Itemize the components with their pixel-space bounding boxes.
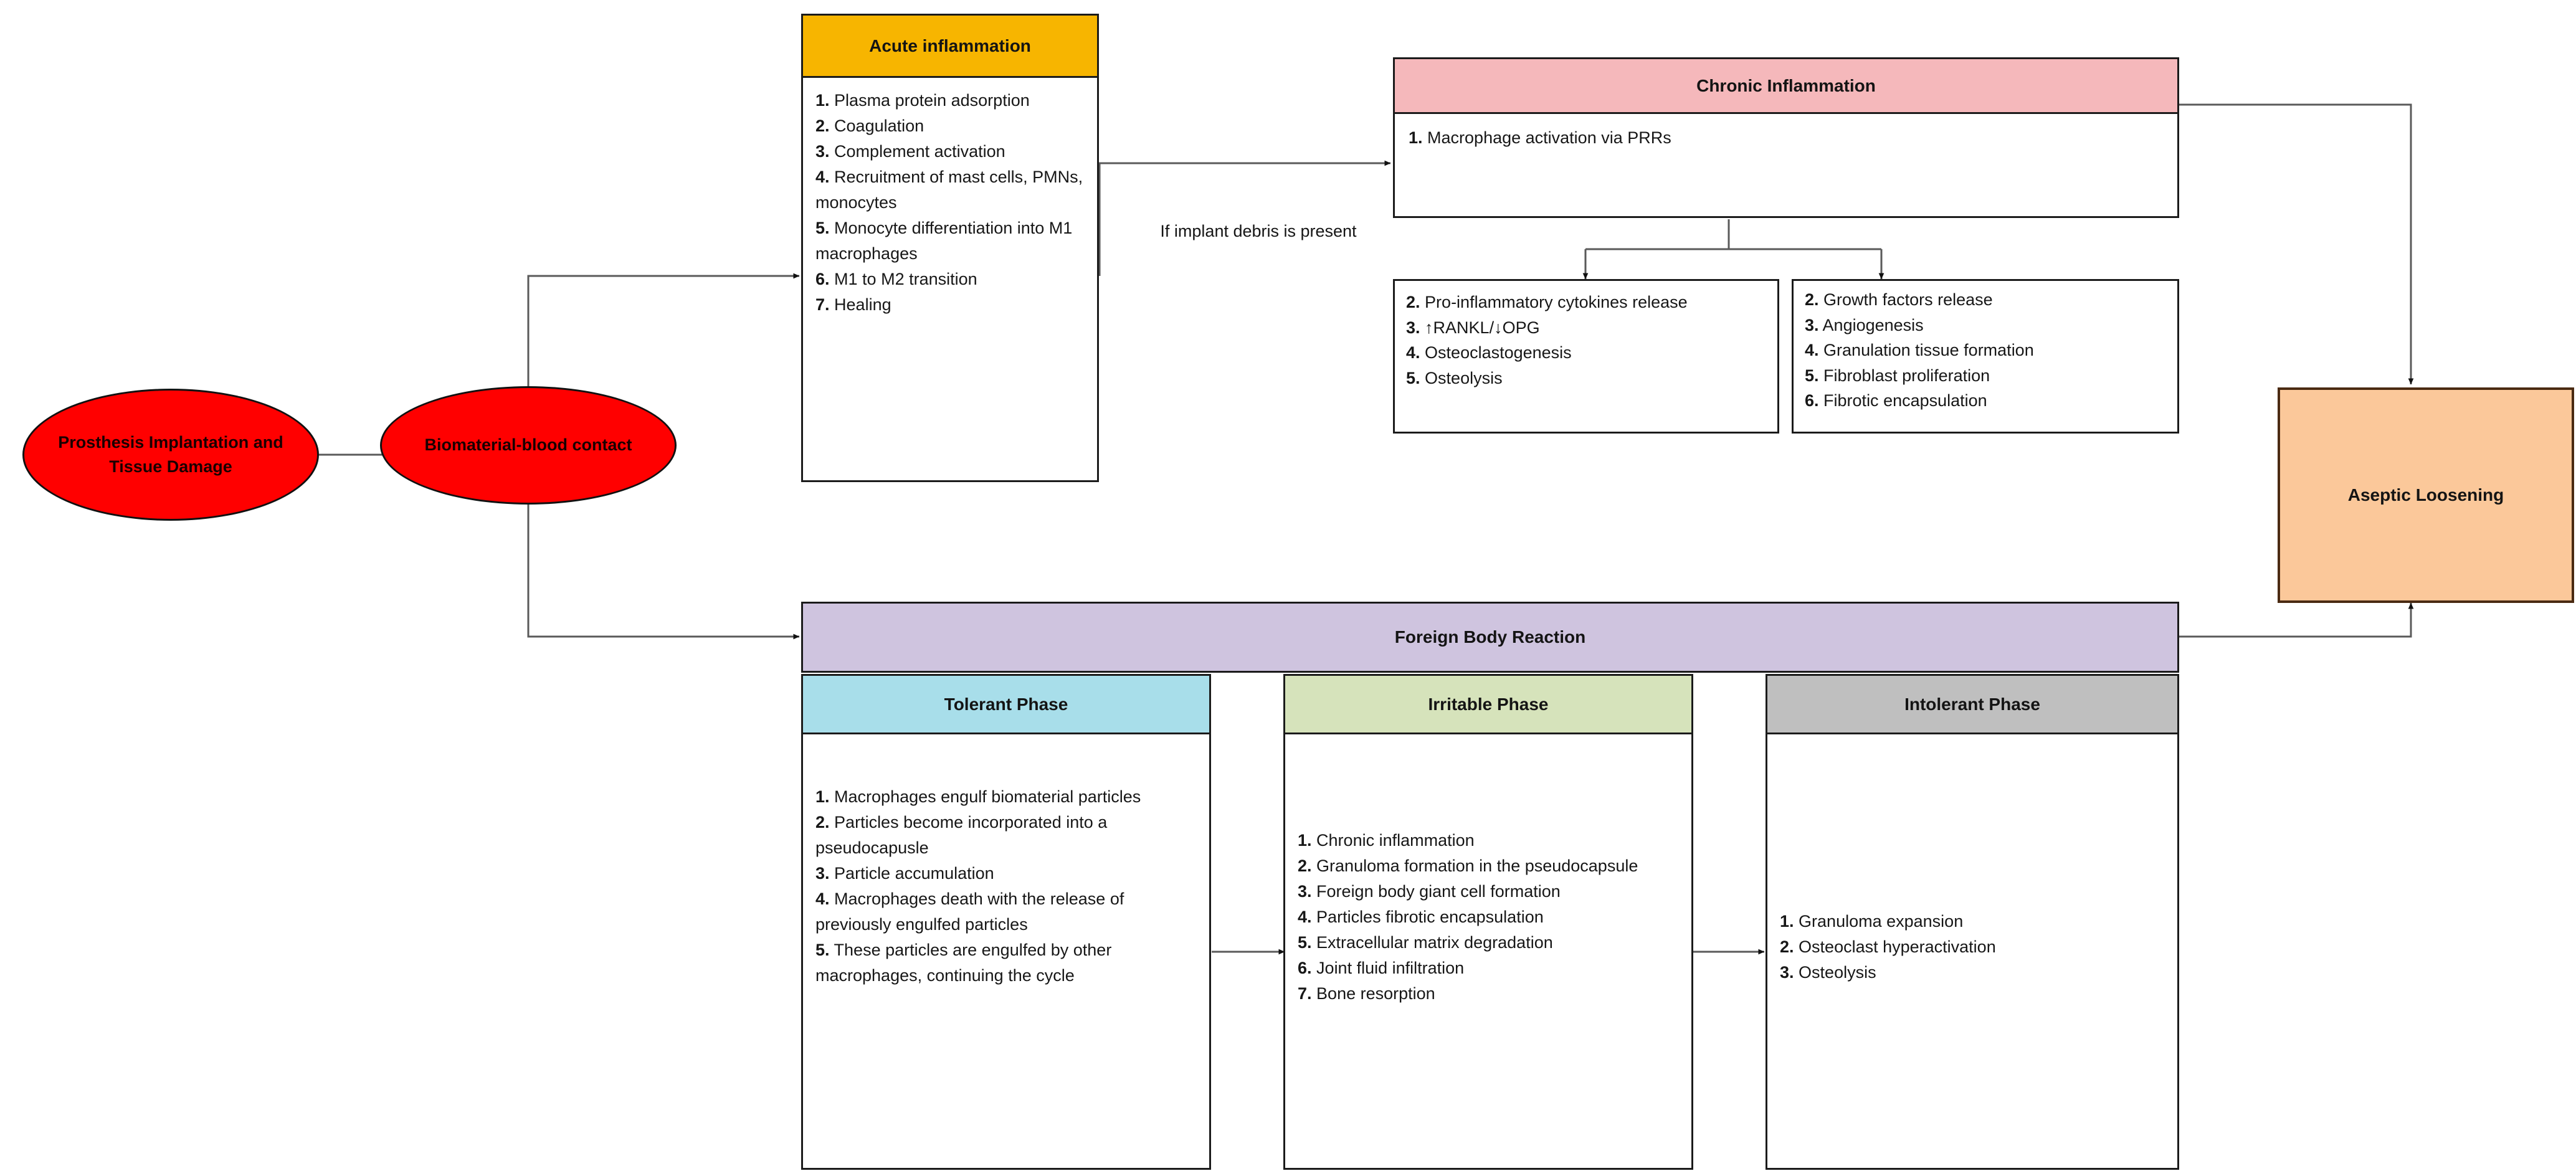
- node-chronic-cytokines[interactable]: 2. Pro-inflammatory cytokines release 3.…: [1393, 279, 1779, 434]
- list-item: 6. M1 to M2 transition: [815, 270, 977, 289]
- intolerant-body: 1. Granuloma expansion 2. Osteoclast hyp…: [1767, 734, 2177, 992]
- node-biomaterial-label: Biomaterial-blood contact: [424, 435, 632, 455]
- list-item: 1. Macrophage activation via PRRs: [1409, 128, 1671, 147]
- list-item: 4. Macrophages death with the release of…: [815, 889, 1124, 934]
- chronic-body: 1. Macrophage activation via PRRs: [1395, 114, 2177, 157]
- list-item: 2. Pro-inflammatory cytokines release: [1406, 293, 1688, 311]
- list-item: 5. Fibroblast proliferation: [1805, 366, 1990, 385]
- node-prosthesis-label: Prosthesis Implantation and Tissue Damag…: [58, 432, 283, 476]
- list-item: 4. Particles fibrotic encapsulation: [1298, 908, 1544, 927]
- list-item: 5. Monocyte differentiation into M1 macr…: [815, 219, 1073, 263]
- irritable-header: Irritable Phase: [1285, 676, 1691, 734]
- node-aseptic-loosening[interactable]: Aseptic Loosening: [2278, 387, 2574, 603]
- list-item: 1. Granuloma expansion: [1780, 912, 1964, 931]
- list-item: 4. Granulation tissue formation: [1805, 341, 2034, 359]
- chronic-title: Chronic Inflammation: [1696, 75, 1876, 95]
- node-chronic-inflammation[interactable]: Chronic Inflammation 1. Macrophage activ…: [1393, 57, 2179, 218]
- list-item: 2. Osteoclast hyperactivation: [1780, 937, 1996, 957]
- list-item: 1. Plasma protein adsorption: [815, 91, 1030, 110]
- list-item: 3. ↑RANKL/↓OPG: [1406, 318, 1540, 337]
- chronic-growth-body: 2. Growth factors release 3. Angiogenesi…: [1794, 281, 2177, 419]
- list-item: 5. Extracellular matrix degradation: [1298, 933, 1553, 952]
- fbr-title: Foreign Body Reaction: [1394, 627, 1586, 647]
- edge-fbr-to-aseptic: [2179, 602, 2414, 638]
- node-acute-inflammation[interactable]: Acute inflammation 1. Plasma protein ads…: [801, 14, 1099, 482]
- irritable-title: Irritable Phase: [1428, 694, 1549, 714]
- list-item: 3. Foreign body giant cell formation: [1298, 882, 1561, 901]
- list-item: 3. Complement activation: [815, 142, 1005, 161]
- list-item: 2. Coagulation: [815, 116, 924, 136]
- irritable-body: 1. Chronic inflammation 2. Granuloma for…: [1285, 734, 1691, 1013]
- node-foreign-body-reaction[interactable]: Foreign Body Reaction: [801, 602, 2179, 673]
- intolerant-title: Intolerant Phase: [1904, 694, 2040, 714]
- node-intolerant-phase[interactable]: Intolerant Phase 1. Granuloma expansion …: [1766, 674, 2179, 1170]
- list-item: 6. Joint fluid infiltration: [1298, 959, 1465, 978]
- edge-biomaterial-to-fbr: [527, 498, 800, 640]
- list-item: 1. Macrophages engulf biomaterial partic…: [815, 787, 1141, 806]
- list-item: 1. Chronic inflammation: [1298, 831, 1475, 850]
- node-irritable-phase[interactable]: Irritable Phase 1. Chronic inflammation …: [1283, 674, 1693, 1170]
- tolerant-header: Tolerant Phase: [803, 676, 1209, 734]
- tolerant-body: 1. Macrophages engulf biomaterial partic…: [803, 734, 1209, 995]
- list-item: 3. Osteolysis: [1780, 963, 1876, 982]
- tolerant-title: Tolerant Phase: [944, 694, 1068, 714]
- list-item: 6. Fibrotic encapsulation: [1805, 391, 1987, 410]
- chronic-cytokines-body: 2. Pro-inflammatory cytokines release 3.…: [1395, 281, 1777, 396]
- list-item: 2. Growth factors release: [1805, 290, 1993, 309]
- node-prosthesis[interactable]: Prosthesis Implantation and Tissue Damag…: [22, 389, 319, 521]
- fbr-header: Foreign Body Reaction: [803, 604, 2177, 671]
- edge-label-implant-debris: If implant debris is present: [1160, 222, 1357, 240]
- list-item: 3. Angiogenesis: [1805, 315, 1924, 334]
- list-item: 5. These particles are engulfed by other…: [815, 941, 1112, 985]
- list-item: 5. Osteolysis: [1406, 368, 1503, 387]
- chronic-header: Chronic Inflammation: [1395, 59, 2177, 114]
- list-item: 7. Bone resorption: [1298, 984, 1435, 1003]
- acute-title: Acute inflammation: [869, 36, 1031, 55]
- node-tolerant-phase[interactable]: Tolerant Phase 1. Macrophages engulf bio…: [801, 674, 1211, 1170]
- aseptic-label: Aseptic Loosening: [2347, 485, 2504, 505]
- list-item: 2. Granuloma formation in the pseudocaps…: [1298, 856, 1638, 876]
- acute-body: 1. Plasma protein adsorption 2. Coagulat…: [803, 78, 1097, 325]
- list-item: 4. Recruitment of mast cells, PMNs, mono…: [815, 168, 1083, 212]
- list-item: 2. Particles become incorporated into a …: [815, 813, 1108, 858]
- list-item: 7. Healing: [815, 295, 891, 315]
- acute-header: Acute inflammation: [803, 16, 1097, 78]
- node-biomaterial[interactable]: Biomaterial-blood contact: [380, 386, 677, 505]
- list-item: 4. Osteoclastogenesis: [1406, 343, 1572, 362]
- list-item: 3. Particle accumulation: [815, 864, 994, 883]
- node-chronic-growth-factors[interactable]: 2. Growth factors release 3. Angiogenesi…: [1792, 279, 2179, 434]
- intolerant-header: Intolerant Phase: [1767, 676, 2177, 734]
- edge-chronic-to-aseptic: [2179, 103, 2414, 385]
